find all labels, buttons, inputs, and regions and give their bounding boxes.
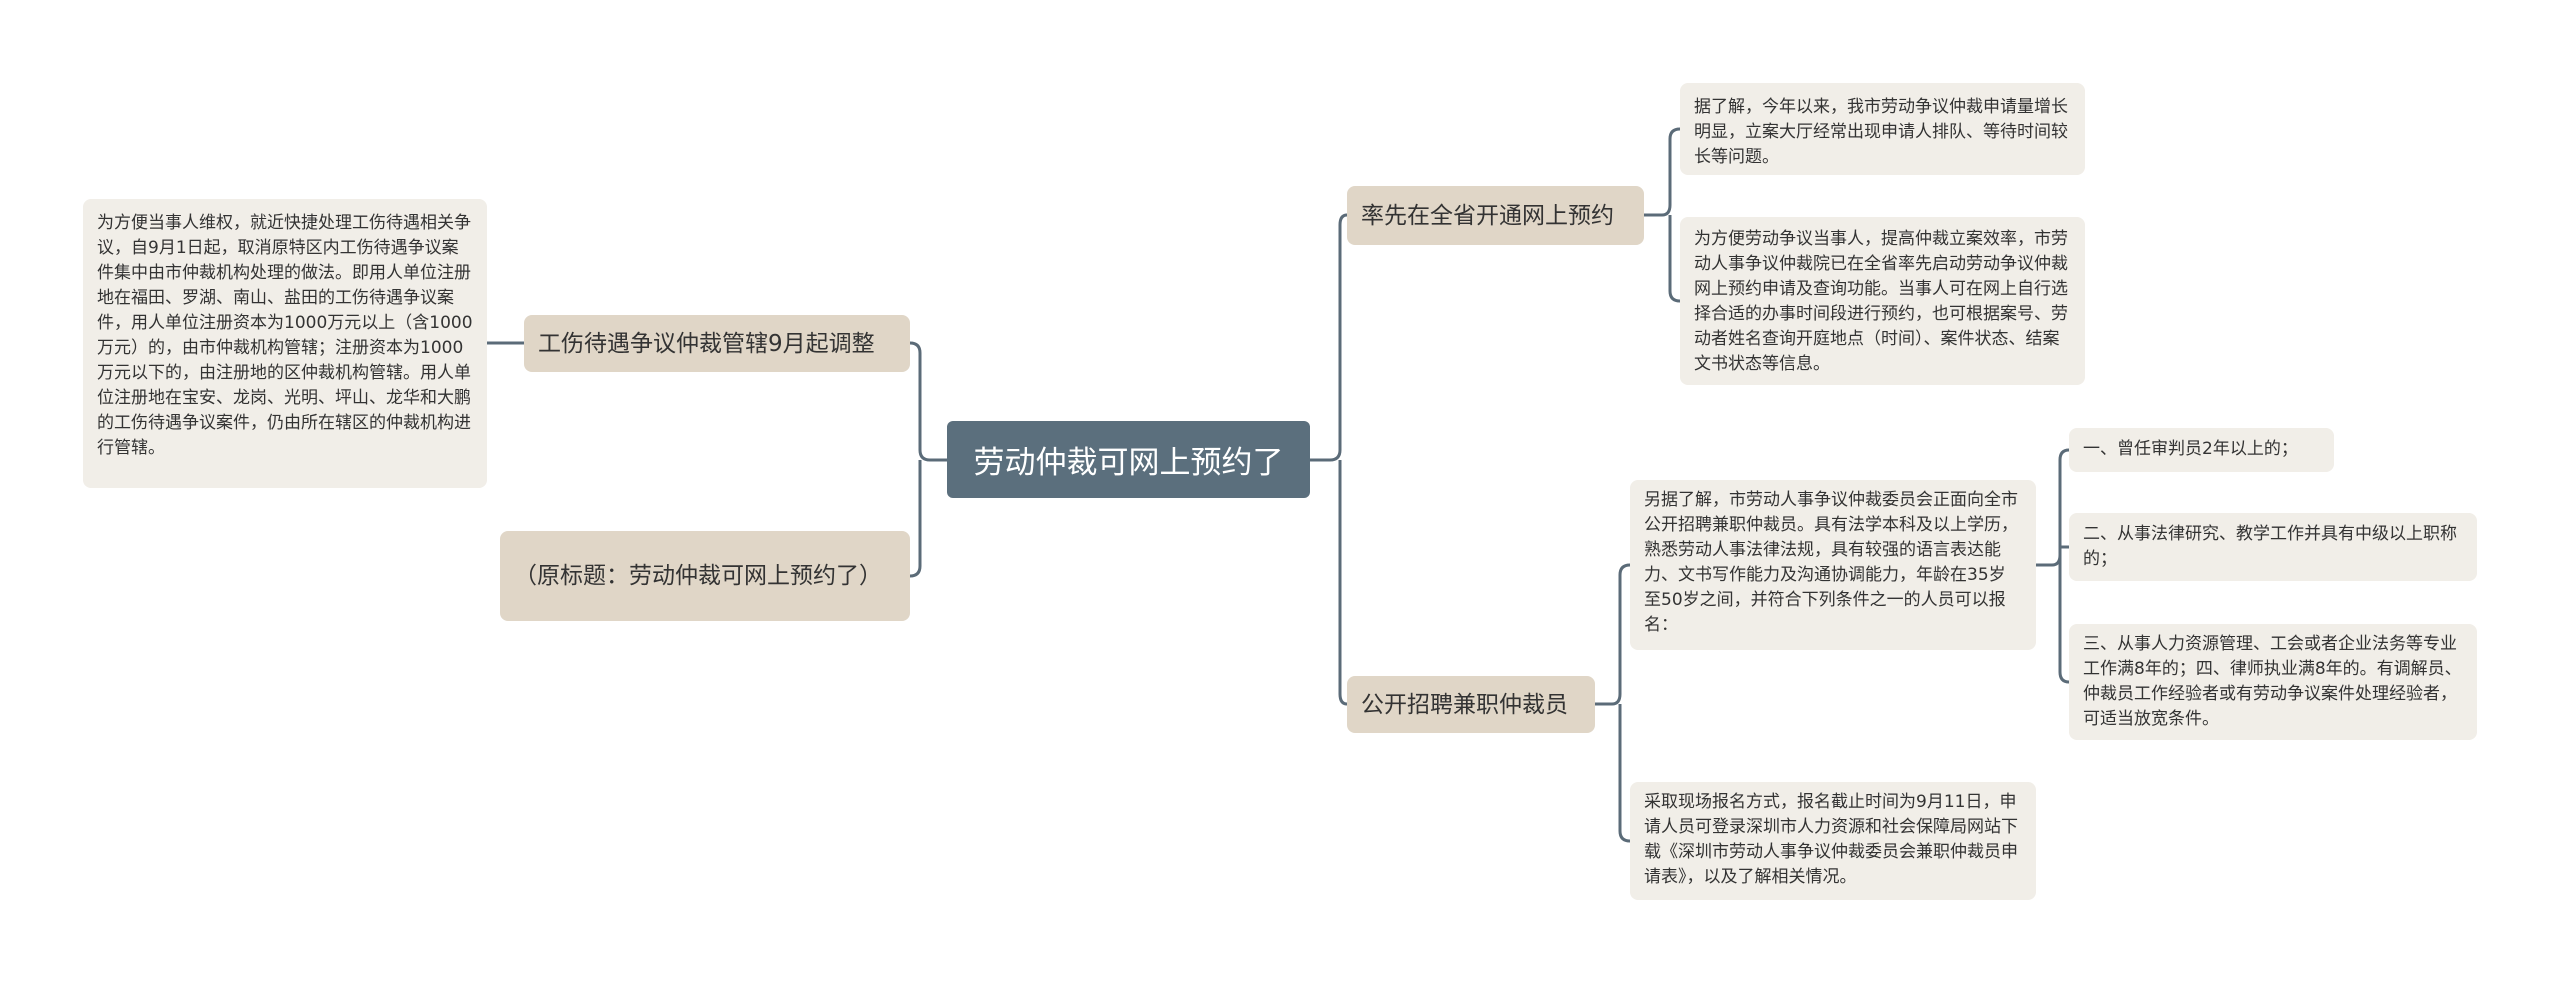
condition-2[interactable]: 二、从事法律研究、教学工作并具有中级以上职称的； xyxy=(2069,513,2477,581)
branch-label: 工伤待遇争议仲裁管辖9月起调整 xyxy=(538,330,875,357)
note-jurisdiction[interactable]: 为方便当事人维权，就近快捷处理工伤待遇相关争议，自9月1日起，取消原特区内工伤待… xyxy=(83,199,487,488)
note-online-2[interactable]: 为方便劳动争议当事人，提高仲裁立案效率，市劳动人事争议仲裁院已在全省率先启动劳动… xyxy=(1680,217,2085,385)
condition-text: 一、曾任审判员2年以上的； xyxy=(2083,439,2298,459)
branch-original-title[interactable]: （原标题：劳动仲裁可网上预约了） xyxy=(500,531,910,621)
branch-label: 公开招聘兼职仲裁员 xyxy=(1361,691,1568,718)
branch-online-booking[interactable]: 率先在全省开通网上预约 xyxy=(1347,186,1644,245)
condition-3[interactable]: 三、从事人力资源管理、工会或者企业法务等专业工作满8年的；四、律师执业满8年的。… xyxy=(2069,624,2477,740)
root-node[interactable]: 劳动仲裁可网上预约了 xyxy=(947,421,1310,498)
condition-text: 二、从事法律研究、教学工作并具有中级以上职称的； xyxy=(2083,524,2457,569)
branch-label: （原标题：劳动仲裁可网上预约了） xyxy=(514,563,882,589)
condition-text: 三、从事人力资源管理、工会或者企业法务等专业工作满8年的；四、律师执业满8年的。… xyxy=(2083,634,2462,729)
branch-recruitment[interactable]: 公开招聘兼职仲裁员 xyxy=(1347,676,1595,733)
note-text: 另据了解，市劳动人事争议仲裁委员会正面向全市公开招聘兼职仲裁员。具有法学本科及以… xyxy=(1644,490,2018,635)
branch-label: 率先在全省开通网上预约 xyxy=(1361,202,1614,229)
note-online-1[interactable]: 据了解，今年以来，我市劳动争议仲裁申请量增长明显，立案大厅经常出现申请人排队、等… xyxy=(1680,83,2085,175)
branch-jurisdiction[interactable]: 工伤待遇争议仲裁管辖9月起调整 xyxy=(524,315,910,372)
root-label: 劳动仲裁可网上预约了 xyxy=(973,445,1284,481)
note-text: 为方便劳动争议当事人，提高仲裁立案效率，市劳动人事争议仲裁院已在全省率先启动劳动… xyxy=(1694,229,2068,374)
note-text: 为方便当事人维权，就近快捷处理工伤待遇相关争议，自9月1日起，取消原特区内工伤待… xyxy=(97,213,473,458)
note-recruitment-2[interactable]: 采取现场报名方式，报名截止时间为9月11日，申请人员可登录深圳市人力资源和社会保… xyxy=(1630,782,2036,900)
condition-1[interactable]: 一、曾任审判员2年以上的； xyxy=(2069,428,2334,472)
note-text: 采取现场报名方式，报名截止时间为9月11日，申请人员可登录深圳市人力资源和社会保… xyxy=(1644,792,2018,887)
note-text: 据了解，今年以来，我市劳动争议仲裁申请量增长明显，立案大厅经常出现申请人排队、等… xyxy=(1694,97,2068,167)
note-recruitment-1[interactable]: 另据了解，市劳动人事争议仲裁委员会正面向全市公开招聘兼职仲裁员。具有法学本科及以… xyxy=(1630,480,2036,650)
